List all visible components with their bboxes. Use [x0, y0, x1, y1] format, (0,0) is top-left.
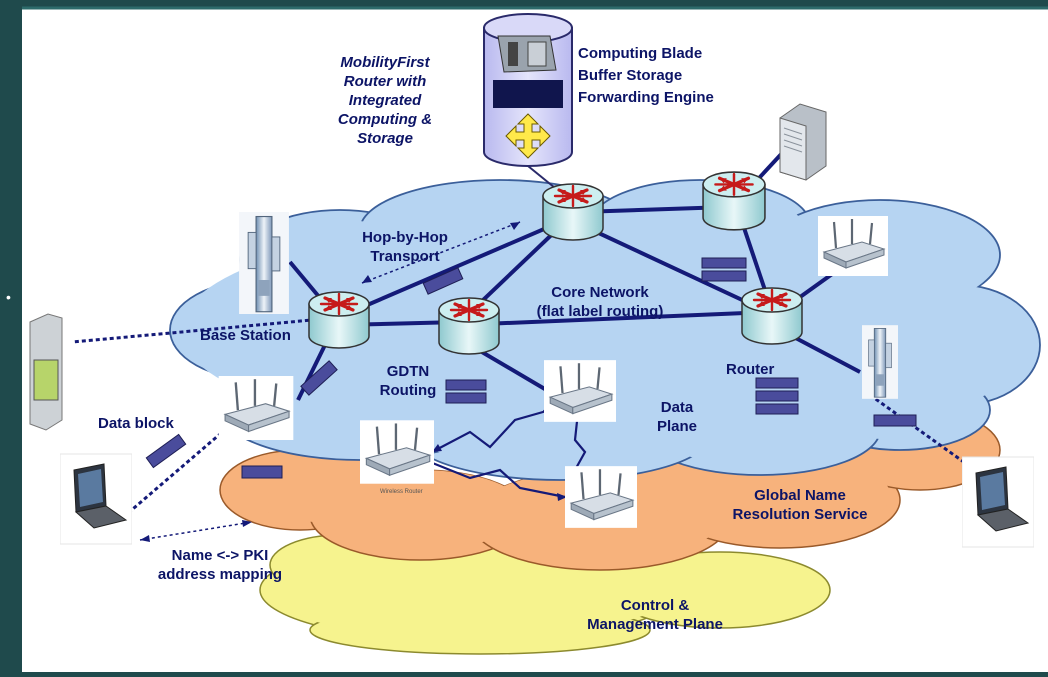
- base-station-label: Base Station: [200, 327, 291, 344]
- data-block-icon: [241, 465, 283, 479]
- base-station-icon: [862, 324, 898, 400]
- data-block-icon: [445, 379, 487, 391]
- data-block-icon: [145, 433, 187, 469]
- base-station-icon: [238, 212, 290, 314]
- control-plane-label: Control & Management Plane: [587, 597, 723, 633]
- data-block-icon: [755, 377, 799, 389]
- core-network-label: Core Network (flat label routing): [536, 284, 664, 320]
- data-block-icon: [445, 392, 487, 404]
- router-icon: [437, 296, 501, 356]
- laptop-icon: [962, 456, 1034, 548]
- router-icon: [541, 182, 605, 242]
- gdtn-label: GDTN Routing: [379, 363, 437, 399]
- data-block-icon: [701, 270, 747, 282]
- feature-computing-blade: Computing Blade: [578, 45, 703, 62]
- data-block-label: Data block: [98, 415, 174, 432]
- data-block-icon: [755, 403, 799, 415]
- router-callout-title: MobilityFirst Router with Integrated Com…: [337, 54, 433, 147]
- computing-blade-icon: [497, 35, 557, 73]
- hop-by-hop-label: Hop-by-Hop Transport: [362, 229, 448, 265]
- server-icon: [779, 103, 827, 181]
- router-icon: [307, 290, 371, 350]
- data-blocks: [145, 257, 917, 479]
- forwarding-engine-icon: [505, 113, 551, 159]
- access-point-icon: [544, 360, 616, 422]
- router-feature-list: Computing Blade Buffer Storage Forwardin…: [578, 43, 714, 109]
- data-block-icon: [422, 267, 464, 295]
- router-icon: [740, 286, 804, 346]
- access-point-caption: Wireless Router: [380, 489, 423, 495]
- data-block-icon: [701, 257, 747, 269]
- access-point-icon: [565, 464, 637, 530]
- feature-buffer-storage: Buffer Storage: [578, 67, 683, 84]
- name-pki-label: Name <-> PKI address mapping: [157, 547, 283, 583]
- access-point-icon: [360, 420, 434, 484]
- feature-forwarding-engine: Forwarding Engine: [578, 89, 714, 106]
- data-block-icon: [755, 390, 799, 402]
- slide-bullet: •: [6, 289, 11, 305]
- router-icon: [701, 170, 767, 232]
- data-block-icon: [300, 360, 338, 396]
- router-callout-cylinder: [483, 13, 573, 193]
- data-block-icon: [873, 414, 917, 427]
- access-point-icon: [818, 215, 888, 277]
- access-point-icon: [218, 376, 294, 440]
- laptop-icon: [60, 453, 132, 545]
- data-plane-label: Data Plane: [656, 399, 698, 435]
- buffer-storage-icon: [493, 80, 563, 108]
- gnrs-label: Global Name Resolution Service: [732, 487, 868, 523]
- router-label: Router: [726, 361, 775, 378]
- phone-icon: [22, 305, 72, 453]
